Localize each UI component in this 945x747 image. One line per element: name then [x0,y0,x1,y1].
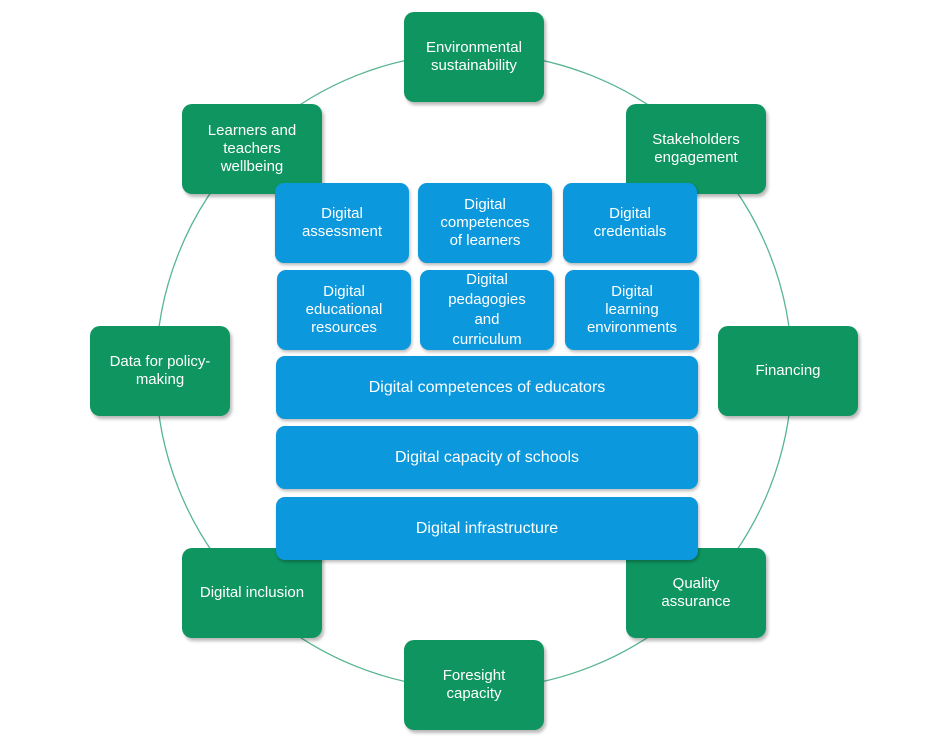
financing-label: Financing [755,362,821,379]
digital-competences-of-educators-block: Digital competences of educators [276,356,698,419]
digital-credentials-label: Digital credentials [593,205,667,240]
digital-capacity-of-schools-block: Digital capacity of schools [276,426,698,489]
digital-assessment-block: Digital assessment [275,183,409,263]
digital-competences-of-educators-label: Digital competences of educators [368,378,606,396]
digital-infrastructure-block: Digital infrastructure [276,497,698,560]
environmental-sustainability-node: Environmental sustainability [404,12,544,102]
stakeholders-engagement-node: Stakeholders engagement [626,104,766,194]
digital-capacity-of-schools-label: Digital capacity of schools [394,448,580,466]
quality-assurance-label: Quality assurance [661,575,731,610]
data-for-policy-making-label: Data for policy- making [109,353,211,388]
stakeholders-engagement-label: Stakeholders engagement [652,131,740,166]
foresight-capacity-label: Foresight capacity [442,667,506,702]
environmental-sustainability-label: Environmental sustainability [426,39,522,74]
digital-assessment-label: Digital assessment [301,205,383,240]
learners-teachers-wellbeing-label: Learners and teachers wellbeing [207,122,297,175]
digital-competences-of-learners-label: Digital competences of learners [440,196,530,249]
digital-infrastructure-label: Digital infrastructure [415,519,559,537]
digital-learning-environments-label: Digital learning environments [586,283,678,336]
quality-assurance-node: Quality assurance [626,548,766,638]
digital-learning-environments-block: Digital learning environments [565,270,699,350]
digital-pedagogies-and-curriculum-label: Digital pedagogies and curriculum [448,271,526,348]
foresight-capacity-node: Foresight capacity [404,640,544,730]
data-for-policy-making-node: Data for policy- making [90,326,230,416]
digital-educational-resources-block: Digital educational resources [277,270,411,350]
digital-credentials-block: Digital credentials [563,183,697,263]
learners-teachers-wellbeing-node: Learners and teachers wellbeing [182,104,322,194]
digital-competences-of-learners-block: Digital competences of learners [418,183,552,263]
digital-inclusion-label: Digital inclusion [199,584,305,601]
financing-node: Financing [718,326,858,416]
digital-educational-resources-label: Digital educational resources [305,283,383,336]
digital-inclusion-node: Digital inclusion [182,548,322,638]
digital-pedagogies-and-curriculum-block: Digital pedagogies and curriculum [420,270,554,350]
